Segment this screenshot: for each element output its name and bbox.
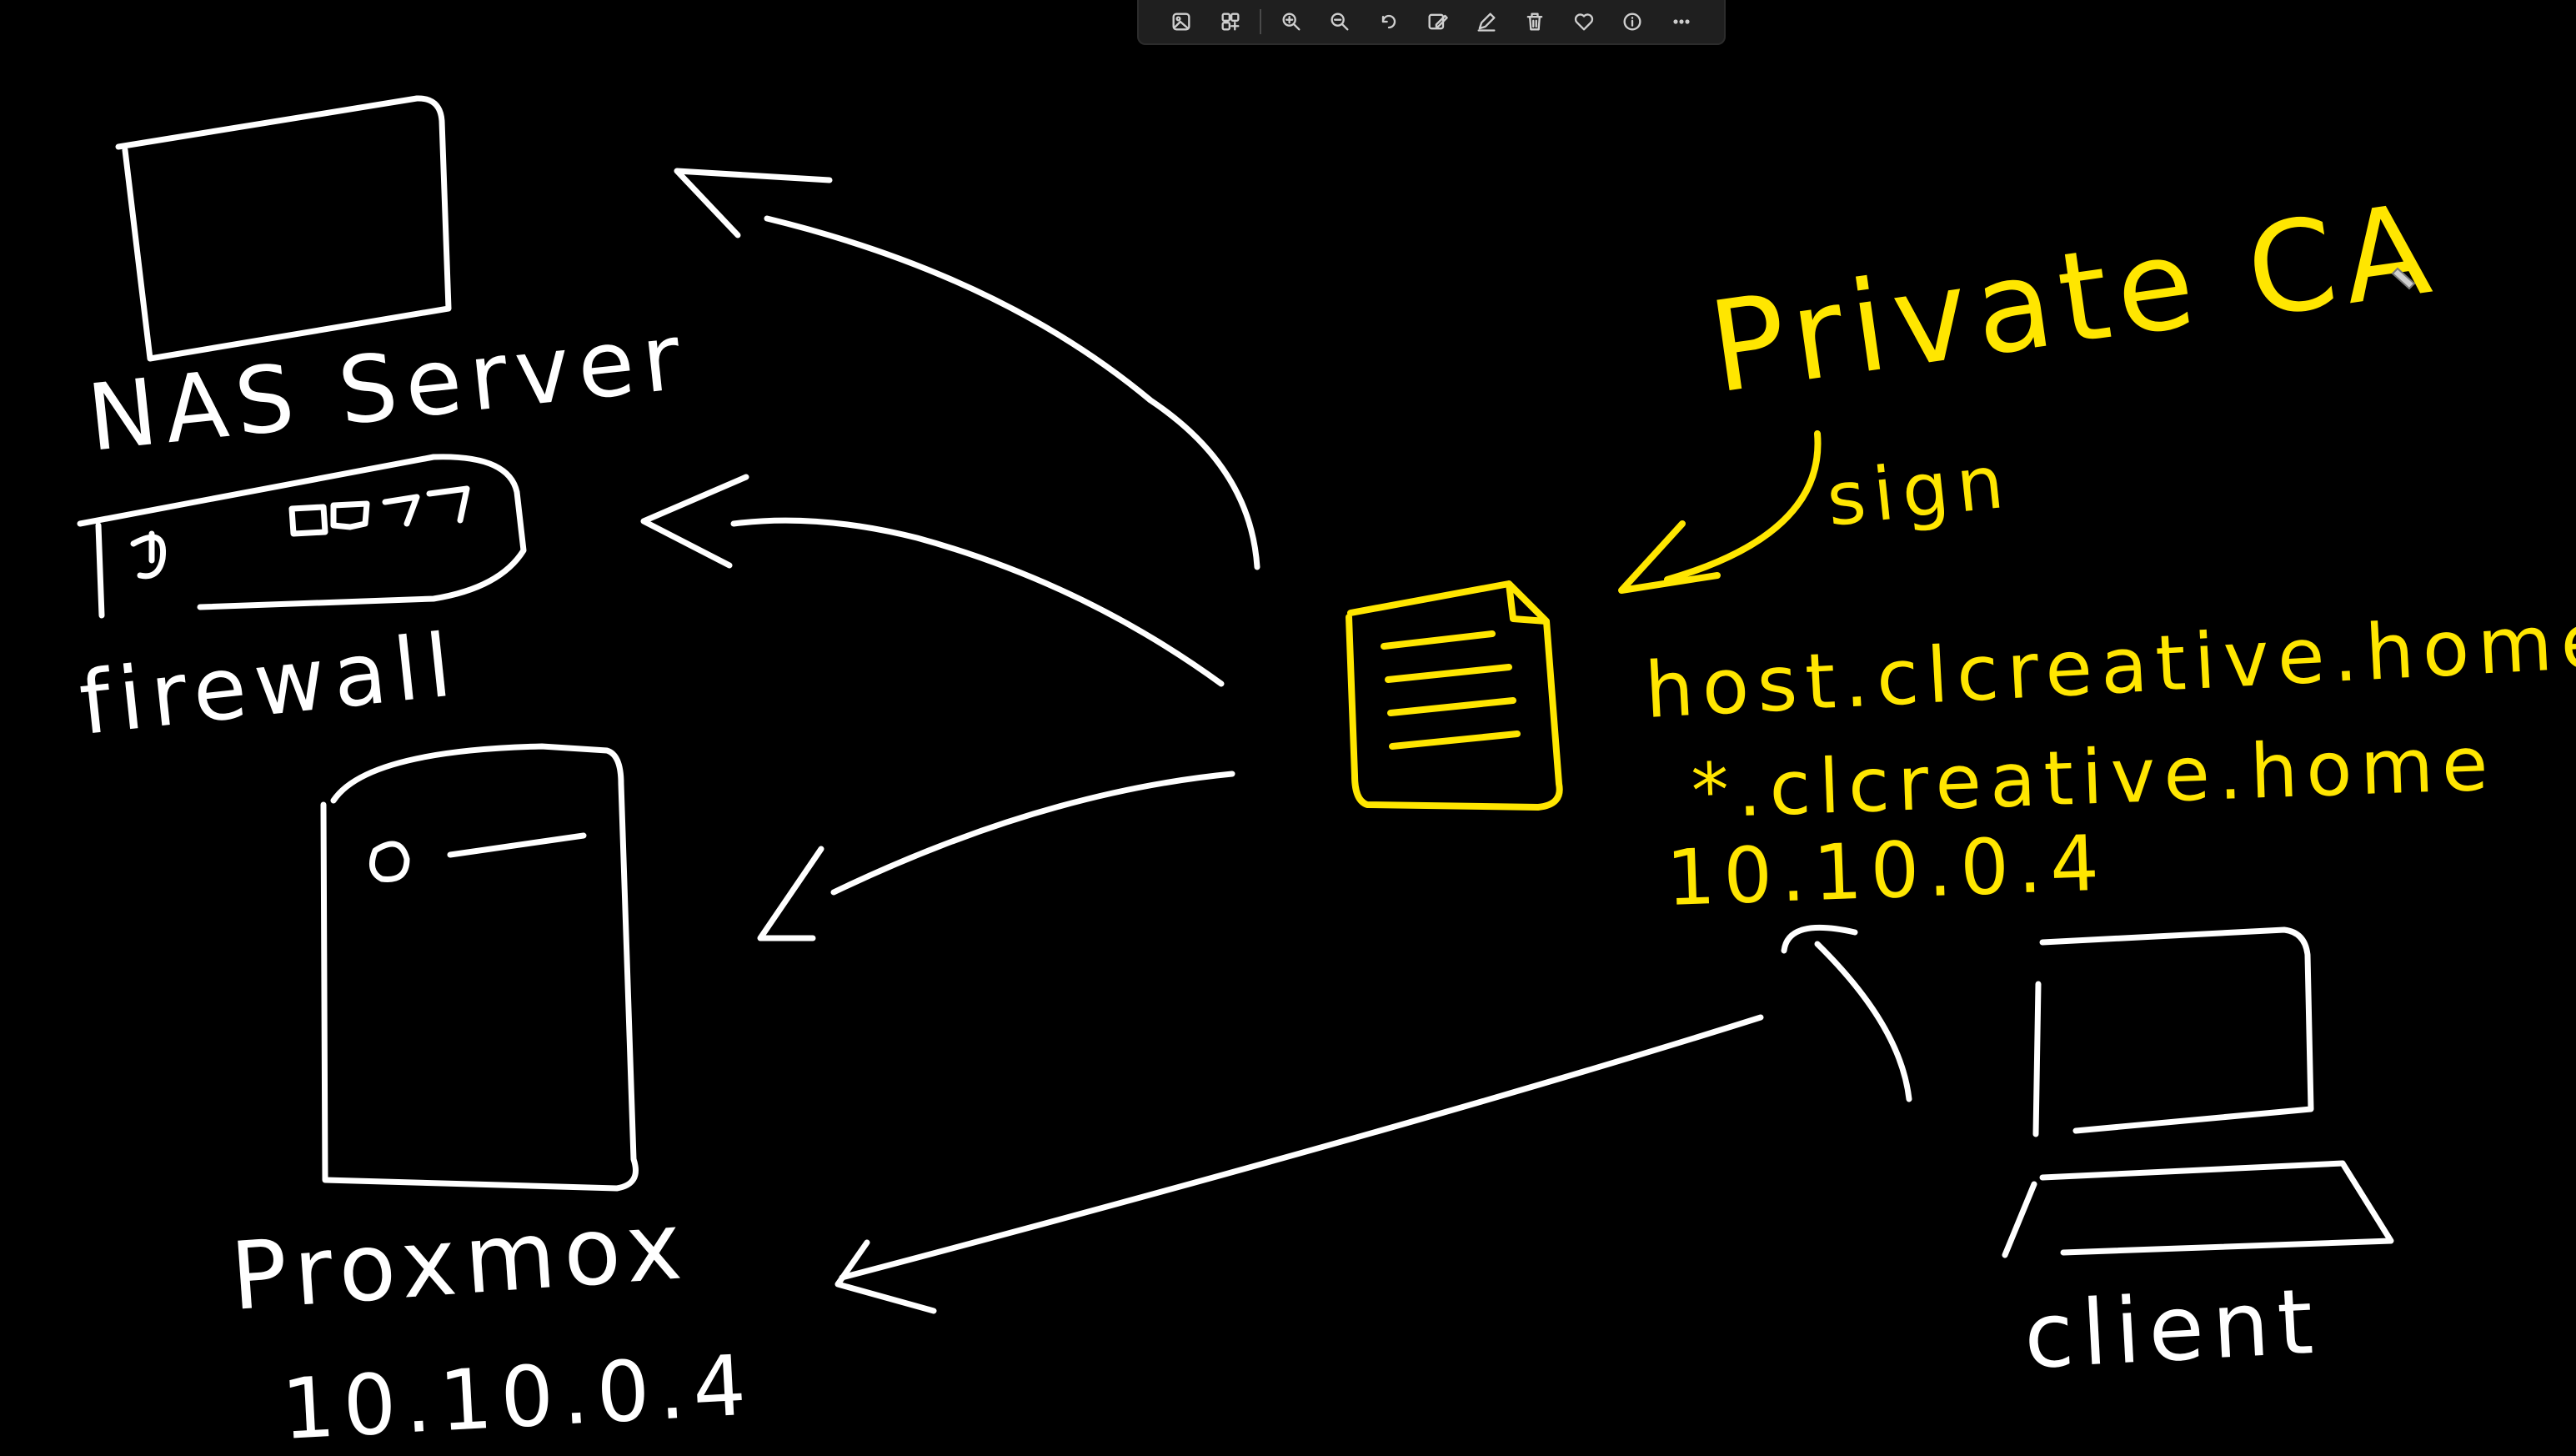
pen-cursor-icon	[2391, 267, 2416, 290]
zoom-out-icon	[1331, 13, 1349, 31]
arrow-to-nas	[764, 215, 1260, 570]
firewall-box-sketch	[77, 454, 527, 619]
edit-image-icon	[1428, 13, 1449, 30]
proxmox-slot-sketch	[447, 832, 587, 858]
zoom-in-icon	[1282, 13, 1301, 31]
proxmox-server-sketch	[320, 743, 639, 1192]
sign-arrow	[1664, 430, 1822, 583]
image-icon	[1172, 13, 1190, 31]
favorite-icon	[1574, 13, 1593, 31]
arrow-client-to-proxmox-head	[834, 1239, 937, 1314]
arrow-to-firewall	[730, 517, 1225, 687]
draw-icon	[1477, 13, 1496, 32]
arrow-to-nas-head	[674, 168, 833, 238]
image-button[interactable]	[1162, 5, 1200, 38]
arrow-client-to-cert	[1814, 941, 1912, 1102]
cert-host-label: host.clcreative.home	[1643, 595, 2576, 736]
arrow-client-to-proxmox	[839, 1014, 1764, 1281]
zoom-out-button[interactable]	[1321, 5, 1359, 38]
proxmox-label: Proxmox	[228, 1192, 694, 1332]
gallery-icon	[1221, 13, 1240, 31]
proxmox-ip-label: 10.10.0.4	[279, 1336, 756, 1456]
gallery-button[interactable]	[1211, 5, 1250, 38]
client-label: client	[2022, 1269, 2324, 1388]
arrow-to-firewall-head	[640, 474, 749, 569]
client-screen-sketch	[2032, 926, 2314, 1137]
nas-monitor-sketch	[115, 95, 452, 362]
arrow-client-to-cert-head	[1781, 924, 1858, 954]
proxmox-power-icon	[368, 841, 410, 882]
cert-ip-label: 10.10.0.4	[1665, 819, 2108, 923]
sign-label: sign	[1822, 438, 2015, 543]
nas-server-label: NAS Server	[83, 303, 693, 472]
draw-button[interactable]	[1467, 5, 1506, 38]
certificate-lines-sketch	[1381, 630, 1521, 750]
zoom-in-button[interactable]	[1272, 5, 1311, 38]
arrow-to-proxmox-head	[757, 846, 824, 941]
sign-arrow-head	[1618, 520, 1721, 594]
info-icon	[1623, 13, 1641, 31]
more-icon	[1673, 19, 1690, 24]
toolbar-divider	[1260, 9, 1262, 34]
firewall-label: firewall	[75, 614, 464, 755]
private-ca-label: Private CA	[1701, 176, 2447, 421]
firewall-power-icon	[130, 530, 167, 580]
client-keyboard-sketch	[2002, 1160, 2394, 1258]
edit-image-button[interactable]	[1418, 5, 1456, 38]
rotate-icon	[1381, 14, 1396, 29]
delete-icon	[1526, 13, 1543, 31]
more-button[interactable]	[1662, 5, 1701, 38]
certificate-document-sketch	[1346, 580, 1563, 811]
image-viewer-toolbar	[1137, 0, 1726, 45]
favorite-button[interactable]	[1565, 5, 1603, 38]
rotate-button[interactable]	[1370, 5, 1408, 38]
delete-button[interactable]	[1516, 5, 1554, 38]
firewall-ports-sketch	[288, 485, 470, 537]
info-button[interactable]	[1613, 5, 1651, 38]
arrow-to-proxmox	[830, 771, 1235, 896]
